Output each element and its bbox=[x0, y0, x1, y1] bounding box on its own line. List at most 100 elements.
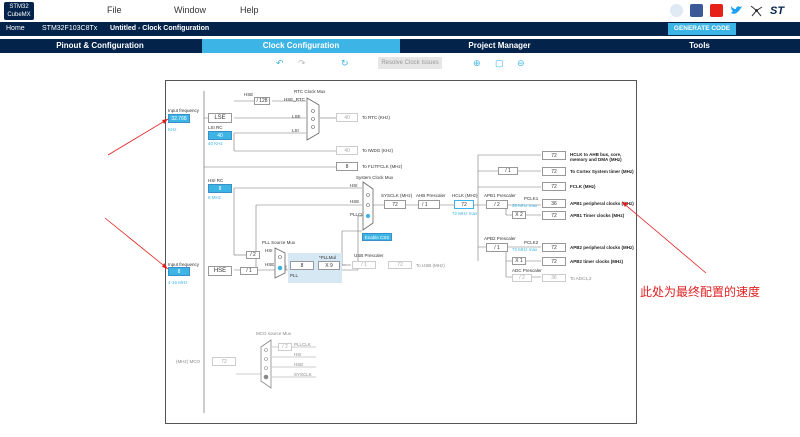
undo-icon[interactable]: ↶ bbox=[276, 58, 284, 68]
usb-prescaler-label: USB Prescaler bbox=[354, 253, 384, 258]
flitfclk-output: 8 bbox=[336, 162, 358, 171]
generate-code-button[interactable]: GENERATE CODE bbox=[668, 23, 736, 35]
rtc-output-label: To RTC (KHz) bbox=[362, 115, 390, 120]
hclk-ahb-label: HCLK to AHB bus, core, memory and DMA (M… bbox=[570, 152, 622, 162]
rtc-output: 40 bbox=[336, 113, 358, 122]
tab-project-manager[interactable]: Project Manager bbox=[468, 41, 531, 50]
apb2-prescaler-select[interactable]: / 1 bbox=[486, 243, 508, 252]
usb-prescaler-select[interactable]: / 1 bbox=[352, 261, 376, 269]
cortex-timer-output: 72 bbox=[542, 167, 566, 176]
adc-prescaler-label: ADC Prescaler bbox=[512, 268, 542, 273]
twitter-icon[interactable] bbox=[730, 4, 743, 17]
adc-prescaler-select[interactable]: / 2 bbox=[512, 274, 532, 282]
resolve-clock-issues-button[interactable]: Resolve Clock Issues bbox=[378, 57, 442, 69]
sys-hsi-tag: HSI bbox=[350, 183, 358, 188]
hse-oscillator: HSE bbox=[208, 266, 232, 276]
lse-input-label: Input frequency bbox=[168, 108, 200, 113]
hse-prediv-select[interactable]: / 1 bbox=[240, 267, 258, 275]
menu-help[interactable]: Help bbox=[240, 5, 259, 15]
breadcrumb-project[interactable]: Untitled - Clock Configuration bbox=[110, 25, 210, 32]
usb-output: 72 bbox=[388, 261, 412, 269]
mco-hsi-tag: HSI bbox=[294, 352, 302, 357]
rtc-mux-label: RTC Clock Mux bbox=[294, 89, 326, 94]
pll-source-mux-label: PLL Source Mux bbox=[262, 240, 296, 245]
tab-pinout[interactable]: Pinout & Configuration bbox=[56, 41, 144, 50]
mco-label: (MHz) MCO bbox=[176, 359, 200, 364]
ahb-prescaler-select[interactable]: / 1 bbox=[418, 200, 440, 209]
hsi-rc-label: HSI RC bbox=[208, 178, 224, 183]
lse-oscillator: LSE bbox=[208, 113, 232, 123]
flitfclk-output-label: To FLITFCLK (MHz) bbox=[362, 164, 403, 169]
mco-source-mux[interactable] bbox=[260, 339, 272, 389]
hclk-input[interactable]: 72 bbox=[454, 200, 474, 209]
breadcrumb-chip[interactable]: STM32F103C8Tx bbox=[42, 25, 98, 32]
sysclk-value: 72 bbox=[384, 200, 406, 209]
hse-input-label: Input frequency bbox=[168, 262, 200, 267]
fclk-label: FCLK (MHz) bbox=[570, 184, 596, 189]
pll-input-value: 8 bbox=[290, 261, 314, 270]
lse-tag: LSE bbox=[292, 114, 301, 119]
zoom-out-icon[interactable]: ⊖ bbox=[517, 58, 525, 68]
pclk2-label: PCLK2 bbox=[524, 240, 539, 245]
mco-mux-label: MCO source Mux bbox=[256, 331, 292, 336]
refresh-icon[interactable]: ↻ bbox=[341, 58, 349, 68]
breadcrumb: Home STM32F103C8Tx Untitled - Clock Conf… bbox=[0, 22, 800, 36]
pll-hse-tag: HSE bbox=[265, 262, 275, 267]
apb2-peripheral-output: 72 bbox=[542, 243, 566, 252]
lsi-rc-label: LSI RC bbox=[208, 125, 223, 130]
youtube-icon[interactable] bbox=[710, 4, 723, 17]
pll-source-mux[interactable] bbox=[274, 247, 286, 279]
hclk-label: HCLK (MHz) bbox=[452, 193, 478, 198]
annotation-text: 此处为最终配置的速度 bbox=[640, 285, 761, 299]
fit-icon[interactable]: ▢ bbox=[495, 58, 504, 68]
network-icon[interactable] bbox=[750, 4, 763, 17]
apb1-prescaler-label: APB1 Prescaler bbox=[484, 193, 516, 198]
facebook-icon[interactable] bbox=[690, 4, 703, 17]
hse-range: 4-16 MHz bbox=[168, 280, 188, 285]
enable-css-button[interactable]: Enable CSS bbox=[362, 233, 392, 241]
cortex-timer-prescaler[interactable]: / 1 bbox=[498, 167, 518, 175]
apb1-prescaler-select[interactable]: / 2 bbox=[486, 200, 508, 209]
apb1-peripheral-output: 36 bbox=[542, 199, 566, 208]
apb2-prescaler-label: APB2 Prescaler bbox=[484, 236, 516, 241]
system-clock-mux[interactable] bbox=[362, 181, 374, 231]
pclk1-label: PCLK1 bbox=[524, 196, 539, 201]
apb2-timer-output: 72 bbox=[542, 257, 566, 266]
apb2-timer-label: APB2 timer clocks (MHz) bbox=[570, 259, 624, 264]
st-logo: ST bbox=[770, 5, 785, 17]
redo-icon[interactable]: ↷ bbox=[298, 58, 306, 68]
tab-tools[interactable]: Tools bbox=[689, 41, 710, 50]
menu-file[interactable]: File bbox=[107, 5, 122, 15]
breadcrumb-home[interactable]: Home bbox=[6, 25, 25, 32]
iwdg-output: 40 bbox=[336, 146, 358, 155]
apb2-peripheral-label: APB2 peripheral clocks (MHz) bbox=[570, 245, 634, 250]
apb1-timer-label: APB1 Timer clocks (MHz) bbox=[570, 213, 625, 218]
apb1-peripheral-label: APB1 peripheral clocks (MHz) bbox=[570, 201, 634, 206]
system-clock-mux-label: System Clock Mux bbox=[356, 175, 394, 180]
zoom-in-icon[interactable]: ⊕ bbox=[473, 58, 481, 68]
lsi-unit: 40 KHz bbox=[208, 141, 223, 146]
menu-bar: STM32 CubeMX File Window Help ST bbox=[0, 0, 800, 22]
apb1-timer-multiplier: X 2 bbox=[512, 211, 526, 219]
hse-rtc-label: HSE_RTC bbox=[284, 97, 305, 102]
lse-frequency-input[interactable]: 32.768 bbox=[168, 114, 190, 123]
rtc-mux[interactable] bbox=[306, 97, 320, 141]
mco-pllclk-tag: PLLCLK bbox=[294, 342, 311, 347]
apb2-timer-multiplier: X 1 bbox=[512, 257, 526, 265]
pllmul-select[interactable]: X 9 bbox=[318, 261, 340, 270]
mco-div2: / 2 bbox=[278, 343, 292, 351]
apb1-timer-output: 72 bbox=[542, 211, 566, 220]
pllmul-label: *PLLMul bbox=[319, 255, 337, 260]
hsi-unit: 8 MHz bbox=[208, 195, 222, 200]
anniversary-icon[interactable] bbox=[670, 4, 683, 17]
tab-clock-configuration[interactable]: Clock Configuration bbox=[202, 39, 400, 53]
hse-frequency-input[interactable]: 8 bbox=[168, 267, 190, 276]
menu-window[interactable]: Window bbox=[174, 5, 207, 15]
mco-hse-tag: HSE bbox=[294, 362, 304, 367]
pll-label: PLL bbox=[290, 273, 299, 278]
mco-sysclk-tag: SYSCLK bbox=[294, 372, 312, 377]
sys-pllclk-tag: PLLCLK bbox=[350, 212, 367, 217]
cortex-timer-label: To Cortex System timer (MHz) bbox=[570, 169, 634, 174]
hsi-div2: / 2 bbox=[246, 251, 260, 259]
